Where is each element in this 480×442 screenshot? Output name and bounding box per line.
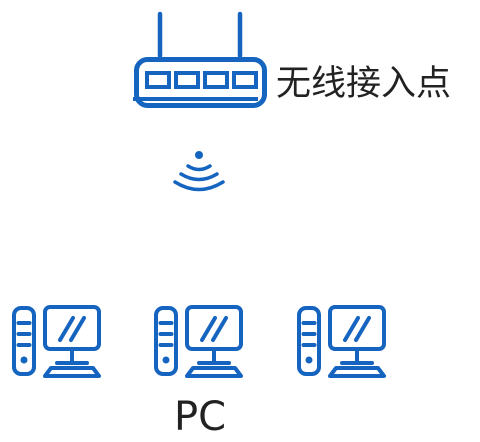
desktop-computer-icon (154, 305, 243, 378)
desktop-computer-icon (297, 305, 386, 378)
wireless-router-icon (133, 11, 267, 108)
wifi-signal-icon (173, 151, 225, 192)
pc-label: PC (173, 394, 227, 440)
desktop-computer-icon (12, 305, 101, 378)
access-point-label: 无线接入点 (276, 64, 452, 104)
